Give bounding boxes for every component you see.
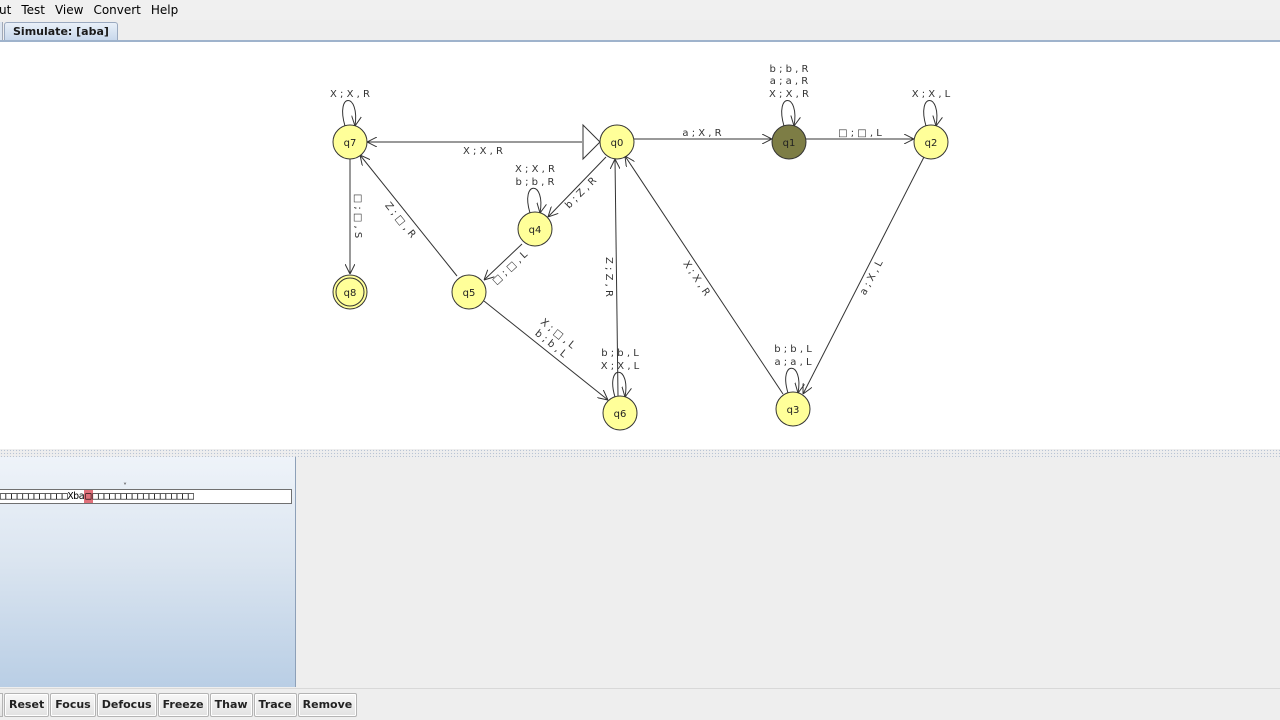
state-q5 (451, 274, 487, 310)
automaton-canvas[interactable]: q0 q1 q2 q3 q4 q5 q6 q7 q8 a ; X , R X ;… (0, 42, 1280, 449)
state-q1 (771, 124, 807, 160)
simulation-button-bar: Reset Focus Defocus Freeze Thaw Trace Re… (0, 688, 1280, 720)
remove-button[interactable]: Remove (297, 692, 358, 717)
label-q7-q8: □ ; □ , S (352, 194, 363, 239)
menu-input[interactable]: ut (0, 3, 12, 17)
edge-q0-q4 (548, 156, 607, 217)
label-q3-q0: X ; X , R (680, 259, 711, 298)
step-button-stub[interactable] (0, 692, 3, 717)
label-q0-q4: b ; Z , R (563, 175, 599, 211)
state-label-q0: q0 (611, 138, 624, 149)
final-state-ring-q8 (335, 277, 365, 307)
state-q7 (332, 124, 368, 160)
edge-q5-q7 (360, 155, 458, 277)
label-q6-loop-2: X ; X , L (601, 361, 640, 372)
label-q0-q1: a ; X , R (682, 128, 721, 139)
tape-head-cell: □ (84, 490, 93, 503)
tab-previous-edge[interactable] (0, 22, 3, 40)
label-q1-q2: □ ; □ , L (838, 128, 882, 139)
initial-state-marker (582, 123, 601, 161)
split-pane-divider[interactable] (0, 449, 1280, 457)
tape-left-cells: □□□□□□□□□□□□Xba (0, 491, 85, 502)
state-q3 (775, 391, 811, 427)
state-label-q5: q5 (463, 288, 476, 299)
menu-test[interactable]: Test (21, 3, 45, 17)
state-q6 (602, 395, 638, 431)
focus-button[interactable]: Focus (50, 692, 96, 717)
configuration-area-empty (297, 457, 1280, 687)
state-label-q3: q3 (787, 405, 800, 416)
state-label-q8: q8 (344, 288, 357, 299)
label-q6-loop-1: b ; b , L (601, 348, 639, 359)
label-q4-loop-2: b ; b , R (516, 177, 555, 188)
menu-convert[interactable]: Convert (93, 3, 141, 17)
label-q1-loop-2: a ; a , R (770, 76, 809, 87)
loop-q4 (527, 187, 541, 213)
state-q2 (913, 124, 949, 160)
trace-button[interactable]: Trace (253, 692, 297, 717)
label-q1-loop-3: X ; X , R (769, 89, 809, 100)
edge-q5-q6 (483, 300, 608, 400)
defocus-button[interactable]: Defocus (96, 692, 157, 717)
tape-right-cells: □□□□□□□□□□□□□□□□□□ (92, 491, 195, 502)
tape: □□□□□□□□□□□□Xba □ □□□□□□□□□□□□□□□□□□ (0, 489, 292, 504)
label-q1-loop-1: b ; b , R (770, 64, 809, 75)
loop-q3 (785, 367, 799, 393)
tab-bar: Simulate: [aba] (0, 20, 1280, 42)
thaw-button[interactable]: Thaw (209, 692, 253, 717)
menu-view[interactable]: View (54, 3, 84, 17)
label-q3-loop-2: a ; a , L (774, 357, 812, 368)
label-q6-q0: Z ; Z , R (603, 257, 614, 297)
tape-head-marker-icon: ˅ (123, 482, 127, 491)
configuration-panel[interactable]: ˅ □□□□□□□□□□□□Xba □ □□□□□□□□□□□□□□□□□□ (0, 457, 296, 687)
state-q8 (332, 274, 368, 310)
state-label-q2: q2 (925, 138, 938, 149)
loop-q6 (612, 371, 626, 397)
edge-q3-q0 (625, 156, 784, 395)
loop-q7 (342, 100, 356, 127)
state-q0 (599, 124, 635, 160)
state-label-q4: q4 (529, 225, 542, 236)
state-label-q1: q1 (783, 138, 796, 149)
state-label-q6: q6 (614, 409, 627, 420)
state-diagram: q0 q1 q2 q3 q4 q5 q6 q7 q8 a ; X , R X ;… (330, 64, 951, 431)
menu-help[interactable]: Help (150, 3, 179, 17)
loop-q2 (923, 100, 937, 127)
state-q4 (517, 211, 553, 247)
label-q3-loop-1: b ; b , L (774, 344, 812, 355)
label-q0-q7: X ; X , R (463, 146, 503, 157)
freeze-button[interactable]: Freeze (157, 692, 209, 717)
edge-q4-q5 (484, 243, 523, 280)
loop-q1 (781, 100, 795, 127)
label-q7-loop: X ; X , R (330, 89, 370, 100)
label-q4-loop-1: X ; X , R (515, 164, 555, 175)
edge-q6-q0 (615, 159, 618, 397)
menu-bar: ut Test View Convert Help (0, 0, 1280, 20)
state-label-q7: q7 (344, 138, 357, 149)
edge-q2-q3 (803, 156, 925, 394)
reset-button[interactable]: Reset (4, 692, 50, 717)
tab-simulate[interactable]: Simulate: [aba] (4, 22, 118, 40)
label-q2-loop: X ; X , L (912, 89, 951, 100)
